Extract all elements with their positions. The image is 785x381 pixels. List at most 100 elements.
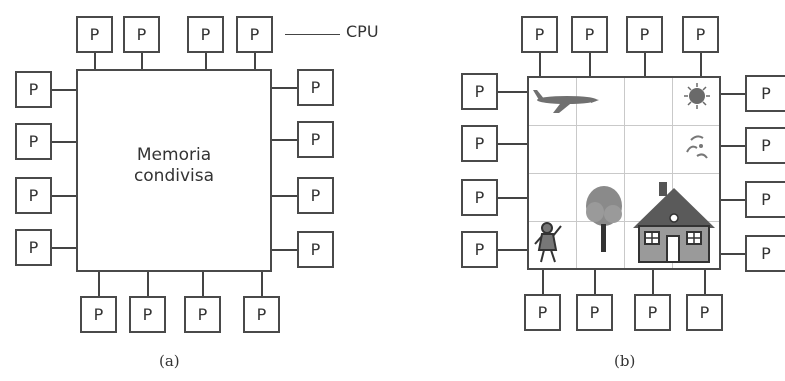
processor-label: P <box>475 240 485 259</box>
scene-image <box>529 78 719 268</box>
processor-a-top-2: P <box>123 16 160 53</box>
bus-link <box>539 53 541 76</box>
bus-link <box>52 141 77 143</box>
processor-a-right-1: P <box>297 69 334 106</box>
shared-memory-block: Memoria condivisa <box>76 69 272 272</box>
processor-b-left-3: P <box>461 179 498 216</box>
processor-b-left-2: P <box>461 125 498 162</box>
house-icon <box>633 182 715 262</box>
bus-link <box>498 249 527 251</box>
processor-a-left-1: P <box>15 71 52 108</box>
bus-link <box>271 139 297 141</box>
processor-b-left-4: P <box>461 231 498 268</box>
processor-b-top-1: P <box>521 16 558 53</box>
child-icon <box>535 223 561 262</box>
processor-b-right-3: P <box>745 181 785 218</box>
bus-link <box>271 195 297 197</box>
processor-label: P <box>538 303 548 322</box>
processor-label: P <box>29 80 39 99</box>
memory-text-line2: condivisa <box>78 166 270 187</box>
processor-label: P <box>761 190 771 209</box>
bus-link <box>644 53 646 76</box>
processor-a-bottom-1: P <box>80 296 117 333</box>
processor-label: P <box>311 186 321 205</box>
distributed-memory-grid <box>527 76 721 270</box>
bus-link <box>98 271 100 296</box>
bus-link <box>721 145 745 147</box>
memory-text-line1: Memoria <box>78 145 270 166</box>
bus-link <box>589 53 591 76</box>
processor-label: P <box>94 305 104 324</box>
processor-a-right-3: P <box>297 177 334 214</box>
processor-label: P <box>29 186 39 205</box>
processor-label: P <box>257 305 267 324</box>
processor-b-bottom-4: P <box>686 294 723 331</box>
bus-link <box>52 195 77 197</box>
bus-link <box>52 247 77 249</box>
processor-a-right-2: P <box>297 121 334 158</box>
processor-label: P <box>761 244 771 263</box>
processor-label: P <box>250 25 260 44</box>
processor-label: P <box>648 303 658 322</box>
processor-label: P <box>475 82 485 101</box>
processor-a-left-2: P <box>15 123 52 160</box>
processor-b-bottom-3: P <box>634 294 671 331</box>
processor-label: P <box>198 305 208 324</box>
processor-label: P <box>761 136 771 155</box>
processor-label: P <box>311 78 321 97</box>
processor-label: P <box>696 25 706 44</box>
bus-link <box>261 271 263 296</box>
processor-a-bottom-4: P <box>243 296 280 333</box>
processor-b-top-3: P <box>626 16 663 53</box>
bus-link <box>498 197 527 199</box>
bus-link <box>202 271 204 296</box>
bus-link <box>498 143 527 145</box>
processor-label: P <box>201 25 211 44</box>
processor-b-right-4: P <box>745 235 785 272</box>
processor-b-right-1: P <box>745 75 785 112</box>
bus-link <box>271 87 297 89</box>
processor-b-right-2: P <box>745 127 785 164</box>
processor-a-left-4: P <box>15 229 52 266</box>
processor-label: P <box>475 134 485 153</box>
processor-b-bottom-1: P <box>524 294 561 331</box>
airplane-icon <box>533 90 599 113</box>
processor-a-top-4: P <box>236 16 273 53</box>
processor-label: P <box>29 132 39 151</box>
bus-link <box>147 271 149 296</box>
bird-icon <box>687 136 707 158</box>
processor-a-top-1: P <box>76 16 113 53</box>
processor-label: P <box>311 240 321 259</box>
cpu-pointer-line <box>285 34 340 35</box>
processor-label: P <box>311 130 321 149</box>
sun-icon <box>684 83 710 109</box>
processor-label: P <box>137 25 147 44</box>
tree-icon <box>586 186 622 252</box>
bus-link <box>542 270 544 294</box>
bus-link <box>700 53 702 76</box>
processor-a-left-3: P <box>15 177 52 214</box>
bus-link <box>721 253 745 255</box>
processor-label: P <box>640 25 650 44</box>
bus-link <box>205 53 207 69</box>
processor-label: P <box>29 238 39 257</box>
processor-b-bottom-2: P <box>576 294 613 331</box>
caption-a: (a) <box>159 352 180 370</box>
processor-b-left-1: P <box>461 73 498 110</box>
bus-link <box>141 53 143 69</box>
processor-label: P <box>90 25 100 44</box>
processor-label: P <box>535 25 545 44</box>
processor-label: P <box>143 305 153 324</box>
processor-a-bottom-3: P <box>184 296 221 333</box>
processor-label: P <box>585 25 595 44</box>
cpu-label: CPU <box>346 22 379 41</box>
processor-label: P <box>475 188 485 207</box>
processor-label: P <box>761 84 771 103</box>
processor-label: P <box>700 303 710 322</box>
processor-b-top-2: P <box>571 16 608 53</box>
bus-link <box>652 270 654 294</box>
bus-link <box>254 53 256 69</box>
bus-link <box>271 249 297 251</box>
processor-b-top-4: P <box>682 16 719 53</box>
caption-b: (b) <box>614 352 635 370</box>
